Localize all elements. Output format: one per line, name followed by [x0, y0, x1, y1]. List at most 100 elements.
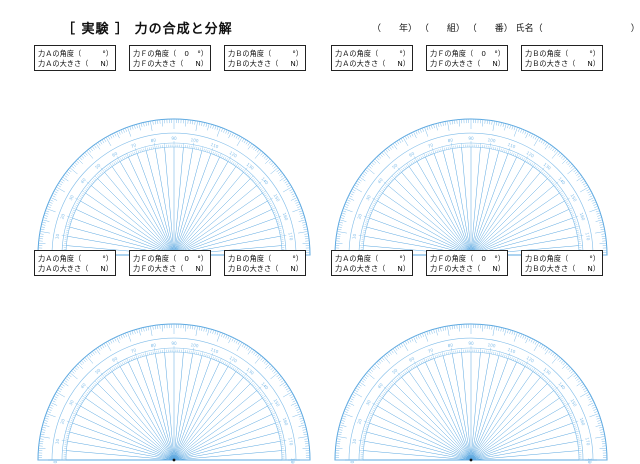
magnitude-value-field[interactable]	[183, 264, 195, 274]
degree-tick	[232, 133, 234, 137]
angle-value-field[interactable]: 0	[473, 49, 494, 59]
magnitude-value-field[interactable]	[88, 264, 100, 274]
angle-value-field[interactable]	[271, 49, 292, 59]
degree-label: 10	[351, 233, 357, 239]
inner-degree-tick	[75, 412, 77, 413]
force-box-a: 力Ａの角度（°）力Ａの大きさ（N）	[34, 45, 116, 71]
magnitude-value-field[interactable]	[278, 264, 290, 274]
inner-degree-tick	[531, 368, 532, 370]
inner-degree-tick	[72, 214, 74, 215]
inner-degree-tick	[264, 193, 266, 194]
inner-degree-tick	[120, 158, 121, 160]
inner-degree-tick	[278, 430, 280, 431]
angle-value-field[interactable]	[271, 254, 292, 264]
inner-degree-tick	[91, 388, 93, 390]
degree-tick	[40, 229, 44, 230]
radial-line	[174, 352, 183, 460]
degree-label: 10	[54, 438, 60, 444]
angle-value-field[interactable]	[568, 49, 589, 59]
magnitude-value-field[interactable]	[183, 59, 195, 69]
inner-degree-tick	[256, 388, 258, 390]
magnitude-value-field[interactable]	[480, 59, 492, 69]
magnitude-value-field[interactable]	[385, 264, 397, 274]
degree-tick	[196, 326, 198, 336]
degree-tick	[588, 403, 594, 406]
magnitude-value-field[interactable]	[88, 59, 100, 69]
inner-degree-tick	[364, 433, 366, 434]
degree-label: 10	[351, 438, 357, 444]
degree-tick	[531, 134, 533, 138]
magnitude-value-field[interactable]	[385, 59, 397, 69]
inner-degree-tick	[93, 180, 95, 182]
degree-tick	[134, 330, 135, 334]
inner-degree-tick	[417, 363, 418, 365]
degree-tick	[372, 367, 375, 370]
degree-tick	[291, 191, 295, 193]
degree-tick	[110, 135, 112, 139]
inner-degree-tick	[275, 215, 277, 216]
angle-value-field[interactable]	[378, 254, 399, 264]
degree-tick	[232, 338, 234, 342]
inner-degree-tick	[490, 348, 491, 354]
inner-degree-tick	[88, 390, 90, 392]
degree-tick	[278, 171, 281, 173]
degree-tick	[529, 338, 531, 342]
degree-tick	[397, 141, 399, 144]
angle-value-field[interactable]	[81, 49, 102, 59]
inner-degree-tick	[85, 395, 87, 396]
magnitude-value-field[interactable]	[575, 59, 587, 69]
degree-tick	[526, 132, 529, 138]
inner-degree-tick	[220, 358, 222, 362]
year-field[interactable]: （ 年）	[372, 21, 417, 34]
inner-degree-tick	[561, 193, 563, 194]
angle-value-field[interactable]	[81, 254, 102, 264]
inner-degree-tick	[577, 232, 579, 233]
degree-tick	[48, 204, 52, 205]
degree-tick	[56, 187, 65, 192]
class-field[interactable]: （ 組）	[420, 21, 465, 34]
inner-degree-tick	[530, 367, 531, 369]
unit-label: N）	[492, 59, 505, 69]
degree-label: 90	[468, 341, 474, 346]
unit-label: °）	[102, 49, 113, 59]
degree-tick	[600, 448, 607, 449]
inner-degree-tick	[207, 355, 208, 357]
inner-degree-tick	[423, 156, 424, 158]
inner-degree-tick	[252, 383, 254, 385]
number-field[interactable]: （ 番）	[468, 21, 513, 34]
angle-value-field[interactable]: 0	[176, 49, 197, 59]
inner-degree-tick	[451, 143, 452, 149]
magnitude-value-field[interactable]	[575, 264, 587, 274]
inner-degree-tick	[404, 372, 406, 374]
angle-value-field[interactable]	[568, 254, 589, 264]
magnitude-value-field[interactable]	[278, 59, 290, 69]
degree-tick	[492, 121, 493, 125]
angle-value-field[interactable]: 0	[176, 254, 197, 264]
inner-degree-tick	[237, 166, 238, 168]
inner-degree-tick	[213, 357, 214, 359]
inner-degree-tick	[370, 210, 372, 211]
degree-tick	[354, 390, 357, 392]
degree-tick	[512, 126, 513, 130]
inner-degree-tick	[388, 388, 390, 390]
degree-tick	[592, 405, 596, 407]
degree-tick	[501, 122, 502, 126]
degree-label: 110	[210, 347, 220, 355]
inner-degree-tick	[435, 151, 436, 153]
degree-tick	[342, 416, 346, 417]
degree-tick	[57, 185, 60, 187]
degree-tick	[602, 441, 606, 442]
degree-tick	[447, 326, 449, 336]
inner-degree-tick	[448, 352, 449, 354]
inner-degree-tick	[260, 393, 262, 395]
inner-degree-tick	[363, 435, 365, 436]
degree-tick	[83, 359, 86, 362]
inner-degree-tick	[145, 352, 146, 356]
magnitude-value-field[interactable]	[480, 264, 492, 274]
angle-value-field[interactable]	[378, 49, 399, 59]
degree-tick	[296, 407, 300, 409]
inner-degree-tick	[86, 188, 88, 190]
angle-value-field[interactable]: 0	[473, 254, 494, 264]
degree-tick	[299, 416, 303, 417]
degree-tick	[407, 340, 409, 344]
